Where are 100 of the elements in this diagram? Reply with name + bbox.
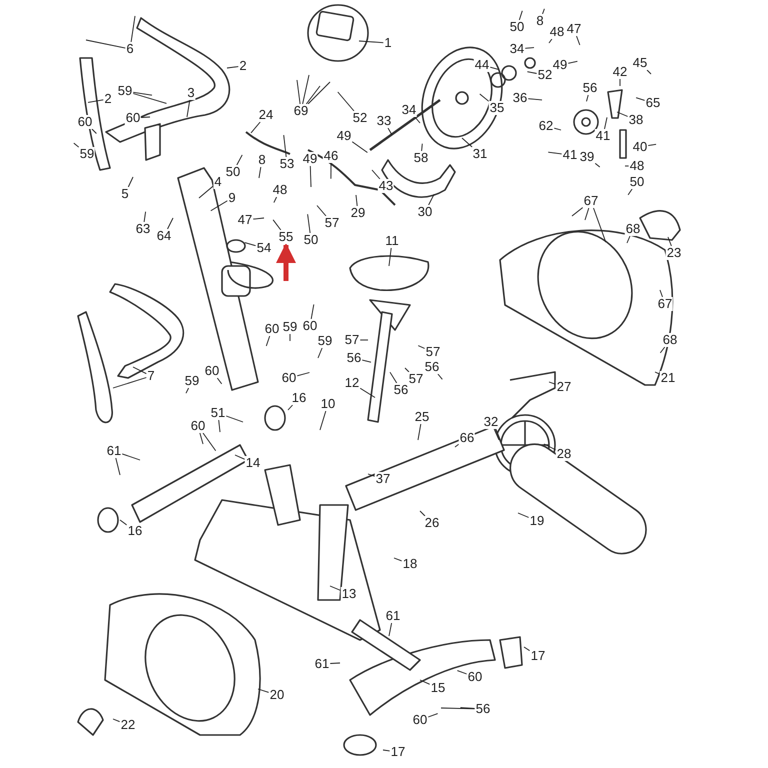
leader-line — [604, 116, 608, 130]
leader-line — [648, 144, 657, 146]
leader-line — [660, 346, 666, 354]
leader-line — [218, 420, 220, 433]
leader-line — [320, 410, 326, 430]
leader-line — [132, 93, 167, 104]
callout-number: 37 — [374, 472, 392, 486]
callout-number: 60 — [264, 322, 280, 336]
leader-line — [210, 200, 228, 212]
callout-number: 25 — [414, 410, 430, 424]
leader-line — [636, 97, 646, 101]
leader-line — [115, 458, 120, 476]
leader-line — [244, 242, 256, 246]
callout-number: 2 — [238, 59, 248, 73]
callout-number: 7 — [146, 369, 156, 383]
leader-line — [626, 236, 630, 244]
callout-number: 4 — [213, 175, 223, 189]
callout-number: 33 — [376, 114, 392, 128]
leader-line — [283, 134, 287, 158]
leader-line — [226, 416, 244, 422]
callout-number: 48 — [628, 159, 646, 173]
callout-number: 8 — [257, 153, 267, 167]
callout-number: 59 — [116, 84, 134, 98]
callout-number: 65 — [644, 96, 662, 110]
leader-line — [524, 646, 530, 652]
leader-line — [358, 40, 384, 44]
leader-line — [594, 162, 600, 168]
leader-line — [302, 74, 310, 104]
callout-number: 38 — [628, 113, 644, 127]
leader-line — [296, 372, 310, 376]
leader-line — [199, 432, 204, 444]
callout-number: 29 — [350, 206, 366, 220]
leader-line — [362, 360, 372, 363]
leader-line — [548, 38, 552, 44]
callout-number: 60 — [302, 319, 318, 333]
leader-line — [258, 688, 270, 693]
leader-line — [258, 166, 262, 178]
leader-line — [548, 152, 562, 154]
leader-line — [112, 377, 147, 388]
callout-number: 41 — [594, 129, 612, 143]
callout-number: 17 — [530, 649, 546, 663]
callout-number: 64 — [156, 229, 172, 243]
leader-line — [572, 207, 584, 216]
callout-number: 9 — [227, 191, 237, 205]
leader-line — [554, 128, 562, 130]
callout-number: 34 — [400, 103, 418, 117]
leader-line — [316, 205, 326, 216]
leader-line — [526, 71, 538, 74]
callout-number: 69 — [292, 104, 310, 118]
callout-number: 31 — [472, 147, 488, 161]
callout-number: 57 — [324, 216, 340, 230]
leader-line — [132, 92, 152, 96]
callout-number: 6 — [125, 42, 135, 56]
leader-line — [479, 94, 490, 102]
leader-line — [330, 662, 340, 664]
leader-line — [360, 388, 376, 398]
leader-line — [330, 586, 342, 591]
leader-line — [414, 116, 420, 124]
callout-number: 60 — [412, 713, 428, 727]
leader-line — [132, 366, 147, 374]
callout-number: 56 — [392, 383, 410, 397]
leader-line — [310, 166, 312, 188]
callout-number: 66 — [458, 431, 476, 445]
callout-number: 42 — [612, 65, 628, 79]
callout-number: 47 — [236, 213, 254, 227]
leader-line — [518, 10, 523, 20]
leader-line — [73, 142, 80, 148]
leader-line — [372, 170, 380, 180]
leader-line — [568, 60, 578, 64]
leader-line — [273, 196, 278, 204]
callout-number: 52 — [352, 111, 368, 125]
leader-line — [86, 40, 126, 49]
leader-line — [318, 348, 323, 358]
callout-number: 67 — [582, 194, 600, 208]
leader-line — [428, 713, 438, 718]
leader-line — [167, 218, 174, 230]
callout-number: 3 — [186, 86, 196, 100]
callout-number: 51 — [210, 406, 226, 420]
leader-line — [518, 512, 530, 518]
arrow — [276, 243, 296, 281]
leader-line — [337, 92, 354, 112]
callout-number: 41 — [562, 148, 578, 162]
callout-number: 56 — [582, 81, 598, 95]
callout-number: 62 — [538, 119, 554, 133]
leader-line — [494, 428, 500, 440]
callout-number: 61 — [384, 609, 402, 623]
callout-number: 68 — [624, 222, 642, 236]
leader-line — [308, 82, 330, 104]
leader-line — [288, 404, 294, 410]
leader-line — [186, 388, 190, 394]
leader-line — [236, 154, 243, 166]
callout-number: 36 — [512, 91, 528, 105]
callout-number: 19 — [528, 514, 546, 528]
callout-number: 43 — [378, 179, 394, 193]
leader-line — [144, 211, 146, 222]
leader-line — [202, 432, 216, 452]
callout-number: 21 — [660, 371, 676, 385]
leader-line — [542, 8, 545, 14]
callout-number: 50 — [302, 233, 320, 247]
callout-number: 59 — [316, 334, 334, 348]
